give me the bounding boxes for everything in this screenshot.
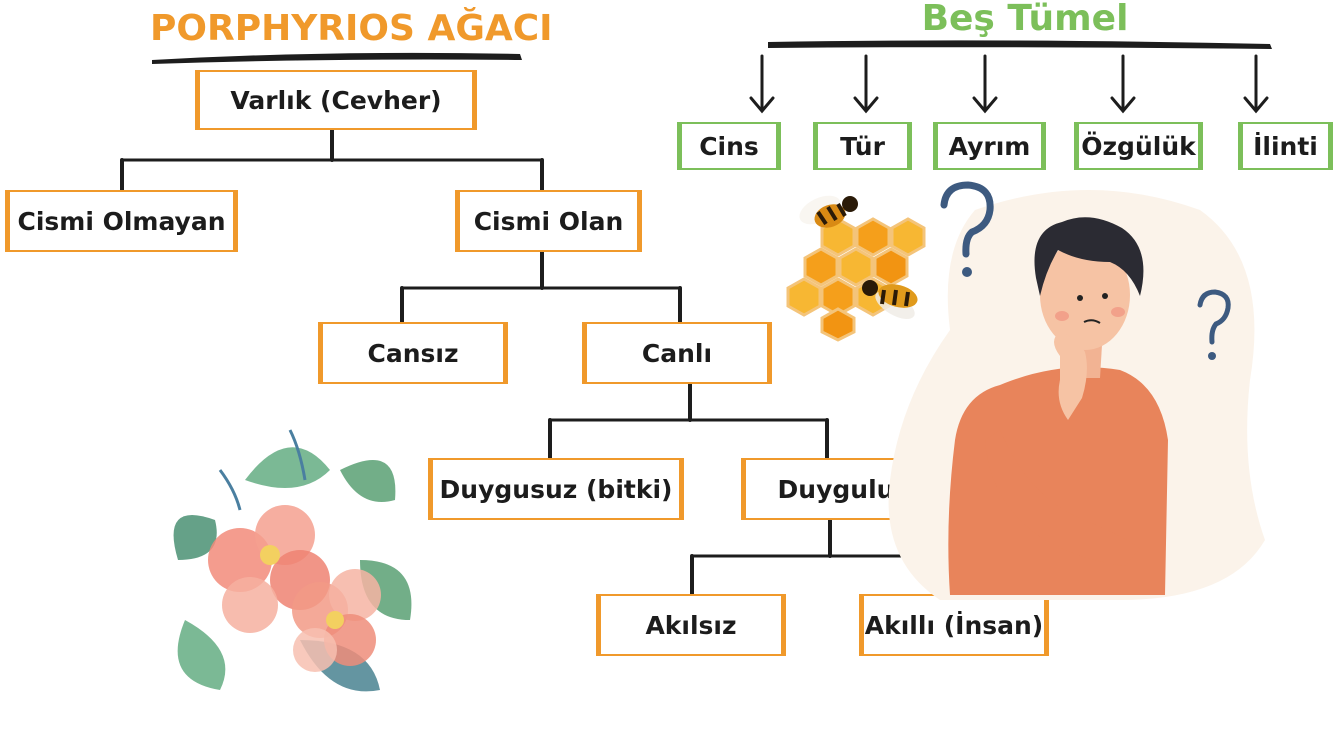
porphyrios-title: PORPHYRIOS AĞACI bbox=[150, 8, 553, 49]
node-akilsiz: Akılsız bbox=[596, 594, 786, 656]
node-cansiz: Cansız bbox=[318, 322, 508, 384]
node-cismi-olan: Cismi Olan bbox=[455, 190, 642, 252]
tumel-cins: Cins bbox=[677, 122, 781, 170]
node-duygusuz: Duygusuz (bitki) bbox=[428, 458, 684, 520]
tumel-ilinti: İlinti bbox=[1238, 122, 1333, 170]
bes-tumel-title: Beş Tümel bbox=[921, 0, 1129, 39]
node-duygulu: Duygulu bbox=[741, 458, 931, 520]
node-cismi-olmayan: Cismi Olmayan bbox=[5, 190, 238, 252]
node-canli: Canlı bbox=[582, 322, 772, 384]
node-akilli: Akıllı (İnsan) bbox=[859, 594, 1049, 656]
title-underline-porphyrios bbox=[152, 52, 522, 64]
tumel-ozgulluk: Özgülük bbox=[1074, 122, 1203, 170]
tumel-tur: Tür bbox=[813, 122, 912, 170]
tumel-ayrim: Ayrım bbox=[933, 122, 1046, 170]
node-varlik: Varlık (Cevher) bbox=[195, 70, 477, 130]
title-underline-bes-tumel bbox=[768, 40, 1272, 49]
tumel-arrows bbox=[749, 54, 1269, 114]
